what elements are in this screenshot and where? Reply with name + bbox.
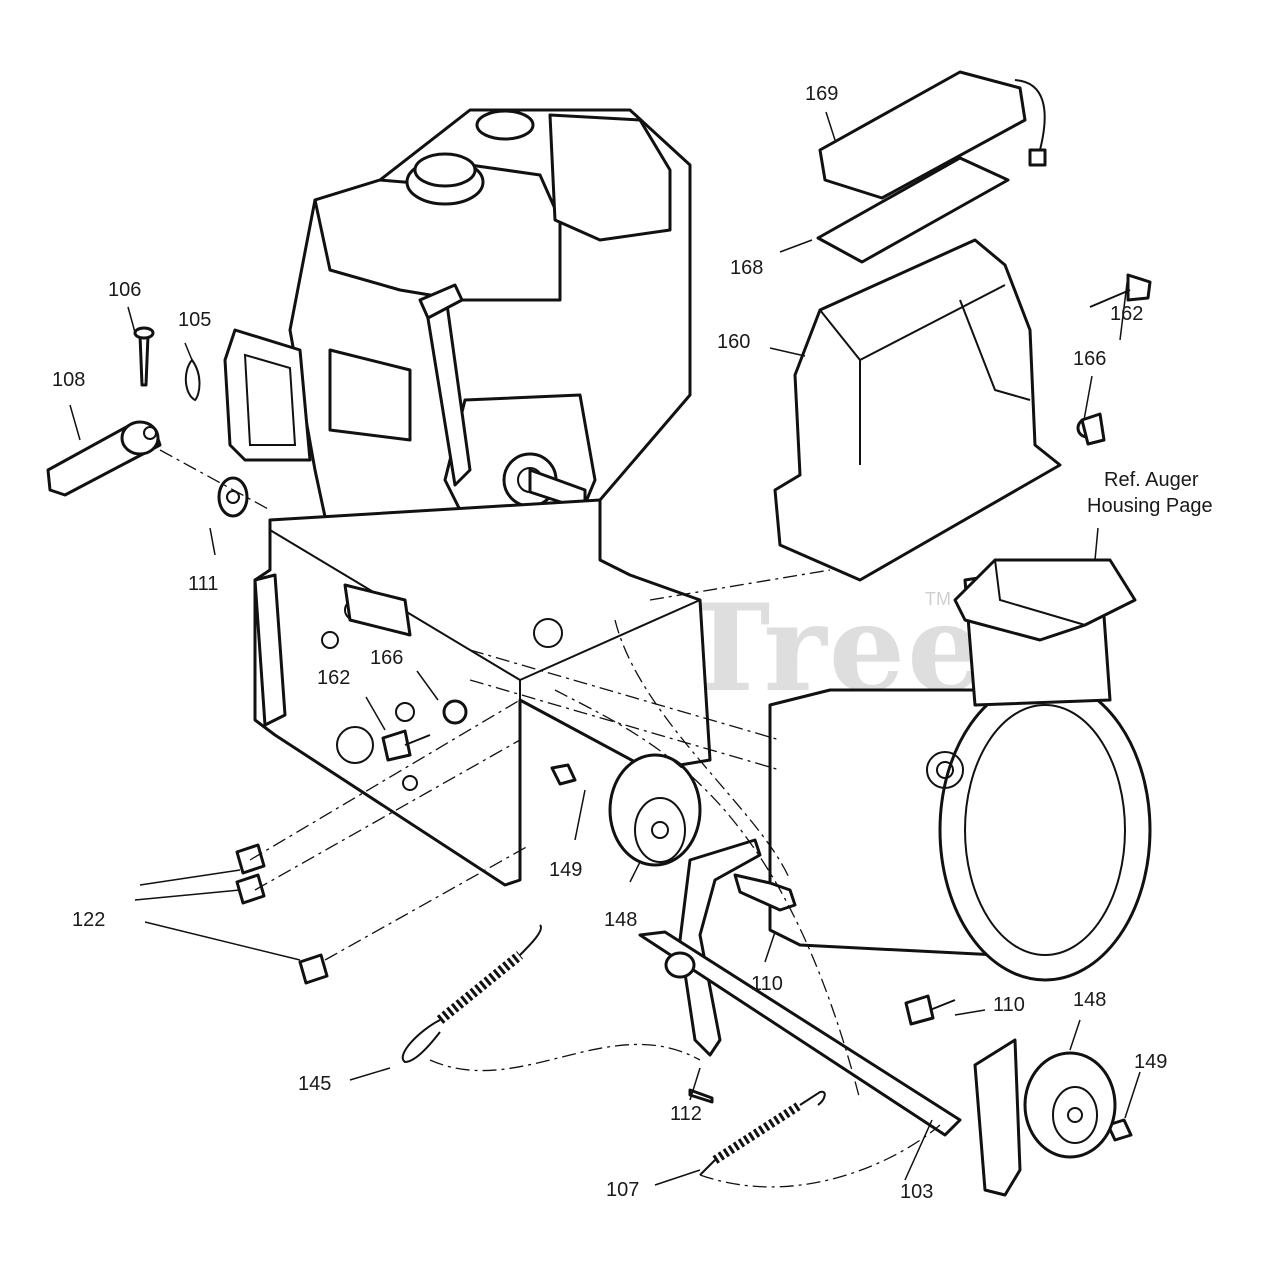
callout-145: 145 [298, 1073, 331, 1095]
callout-labels: 169 168 160 162 166 106 105 108 111 166 … [52, 83, 1167, 1203]
callout-149-upper: 149 [549, 859, 582, 881]
filter-and-lid [816, 70, 1047, 264]
watermark-tm: TM [925, 589, 951, 609]
callout-110-upper: 110 [751, 973, 783, 995]
left-bracket-assembly [46, 326, 271, 518]
frame-plates [253, 498, 712, 887]
callout-110-lower: 110 [993, 994, 1025, 1016]
callout-162-right: 162 [1110, 303, 1143, 325]
callout-169: 169 [805, 83, 838, 105]
callout-108: 108 [52, 369, 85, 391]
callout-111: 111 [188, 573, 218, 595]
callout-103: 103 [900, 1181, 933, 1203]
idler-arms [638, 838, 1022, 1197]
auger-housing-chute [768, 558, 1152, 982]
hardware [235, 273, 1152, 1142]
callout-148-upper: 148 [604, 909, 637, 931]
callout-160: 160 [717, 331, 750, 353]
callout-106: 106 [108, 279, 141, 301]
reference-note: Ref. Auger Housing Page [1087, 469, 1213, 517]
callout-107: 107 [606, 1179, 639, 1201]
callout-122: 122 [72, 909, 105, 931]
callout-112: 112 [670, 1103, 702, 1125]
callout-166-right: 166 [1073, 348, 1106, 370]
belt-cover [773, 238, 1062, 582]
pulleys [608, 753, 1117, 1159]
callout-105: 105 [178, 309, 211, 331]
callout-148-lower: 148 [1073, 989, 1106, 1011]
reference-lines [249, 569, 941, 1188]
callout-166-left: 166 [370, 647, 403, 669]
callout-168: 168 [730, 257, 763, 279]
reference-note-line2: Housing Page [1087, 495, 1213, 517]
springs [401, 924, 826, 1176]
callout-149-lower: 149 [1134, 1051, 1167, 1073]
leader-lines [69, 111, 1141, 1186]
reference-note-line1: Ref. Auger [1104, 469, 1199, 491]
callout-162-left: 162 [317, 667, 350, 689]
